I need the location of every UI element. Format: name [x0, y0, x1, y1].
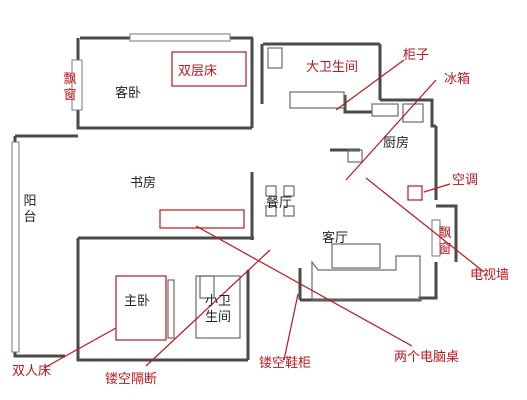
leader-shoe-cabinet: [283, 293, 299, 361]
room-master-bedroom: 主卧: [124, 294, 151, 309]
desk-box: [159, 209, 245, 229]
room-small-bathroom: 小卫生间: [205, 294, 232, 325]
windows: [11, 33, 441, 353]
room-balcony: 阳台: [23, 194, 37, 225]
stove: [347, 149, 363, 163]
leader-tv-wall: [365, 177, 485, 273]
label-double-bed: 双人床: [12, 364, 52, 379]
label-hollow-shoe-cabinet: 镂空鞋柜: [259, 356, 312, 371]
window-left: [71, 59, 83, 111]
ac-box: [407, 185, 423, 201]
leader-fridge: [345, 79, 437, 181]
leader-lines: [43, 59, 485, 369]
label-two-desks: 两个电脑桌: [394, 350, 460, 365]
dining-chair: [265, 185, 277, 197]
label-bunk-bed: 双层床: [178, 64, 218, 79]
dining-chair: [283, 205, 295, 217]
window-top: [129, 33, 231, 42]
leader-partition: [145, 249, 271, 367]
room-guest-bedroom: 客卧: [115, 86, 142, 101]
window-balcony: [11, 141, 20, 353]
bath-counter: [289, 91, 345, 109]
bunk-bed-box: [171, 51, 247, 87]
sofa: [311, 255, 421, 301]
label-air-conditioner: 空调: [452, 173, 479, 188]
label-bay-window-left: 飘窗: [63, 72, 77, 103]
leader-cabinet: [335, 59, 405, 111]
label-tv-wall: 电视墙: [470, 268, 510, 283]
room-study: 书房: [130, 176, 157, 191]
leader-desks: [195, 225, 413, 347]
label-big-bathroom: 大卫生间: [306, 60, 359, 75]
window-right: [431, 219, 441, 257]
partition-strip: [167, 279, 175, 339]
master-bed-box: [115, 275, 167, 341]
room-dining: 餐厅: [266, 196, 293, 211]
label-bay-window-right: 飘窗: [438, 226, 452, 257]
label-cabinet: 柜子: [403, 48, 430, 63]
fridge-box: [402, 103, 424, 123]
dining-chair: [283, 185, 295, 197]
leader-double-bed: [43, 327, 117, 369]
kitchen-counter: [371, 103, 399, 117]
label-fridge: 冰箱: [444, 72, 471, 87]
room-kitchen: 厨房: [383, 136, 410, 151]
annotation-boxes: [115, 51, 423, 341]
coffee-table: [331, 243, 381, 269]
toilet: [267, 47, 283, 69]
leader-ac: [423, 183, 451, 193]
room-living: 客厅: [322, 231, 349, 246]
dining-chair: [265, 205, 277, 217]
label-hollow-partition: 镂空隔断: [105, 372, 158, 387]
small-bath-room: [195, 275, 241, 339]
